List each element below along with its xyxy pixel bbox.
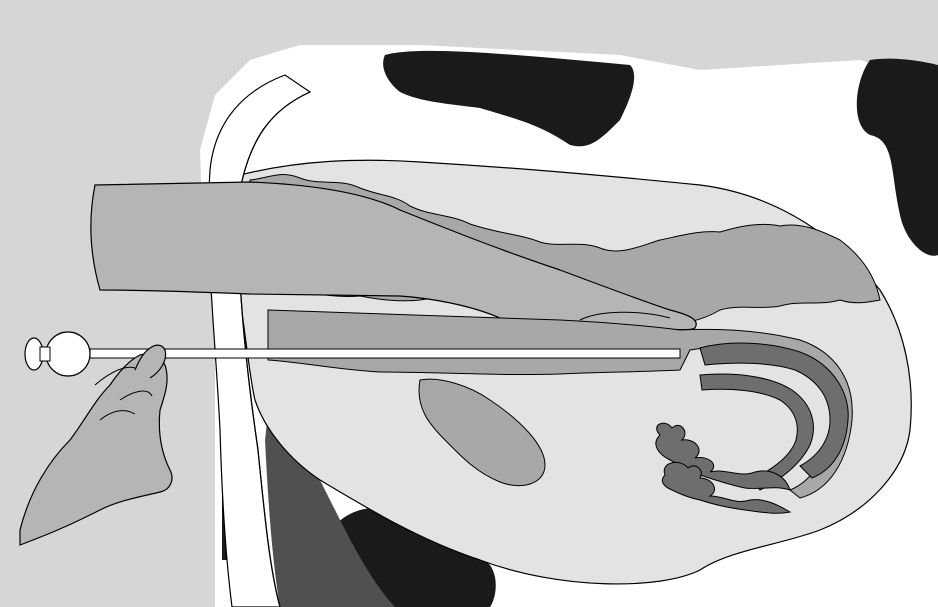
gun-neck	[40, 347, 50, 361]
gun-rod	[90, 349, 680, 358]
gun-plunger-bulb	[46, 332, 90, 376]
